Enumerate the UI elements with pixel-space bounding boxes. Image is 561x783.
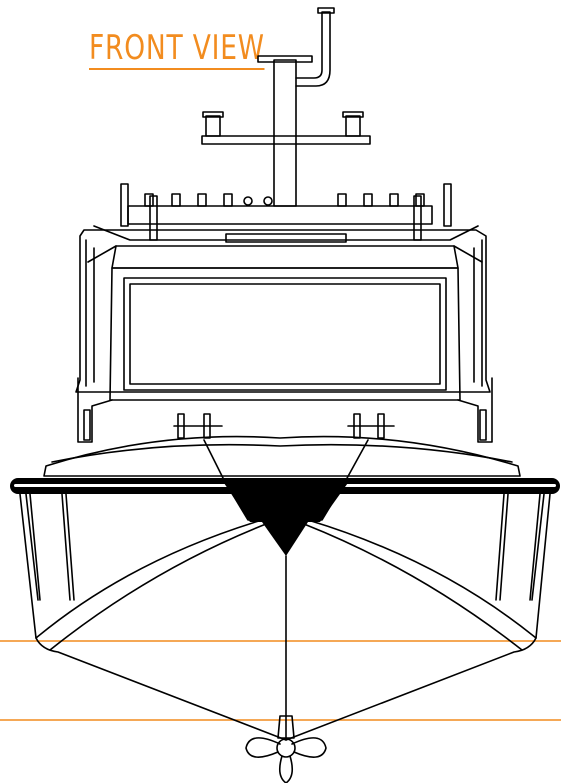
bow-stem-lower <box>262 522 308 556</box>
mast <box>201 7 371 207</box>
deck-bollards <box>173 413 395 439</box>
roof-rail <box>120 183 452 241</box>
hull <box>19 493 551 741</box>
cabin <box>75 225 491 401</box>
drawing-title: FRONT VIEW <box>89 28 265 70</box>
propeller <box>245 715 327 783</box>
mast-lights <box>202 111 364 137</box>
bow-stem-shading <box>222 480 350 522</box>
cabin-side-panels <box>77 377 493 443</box>
front-windshield <box>123 277 447 391</box>
